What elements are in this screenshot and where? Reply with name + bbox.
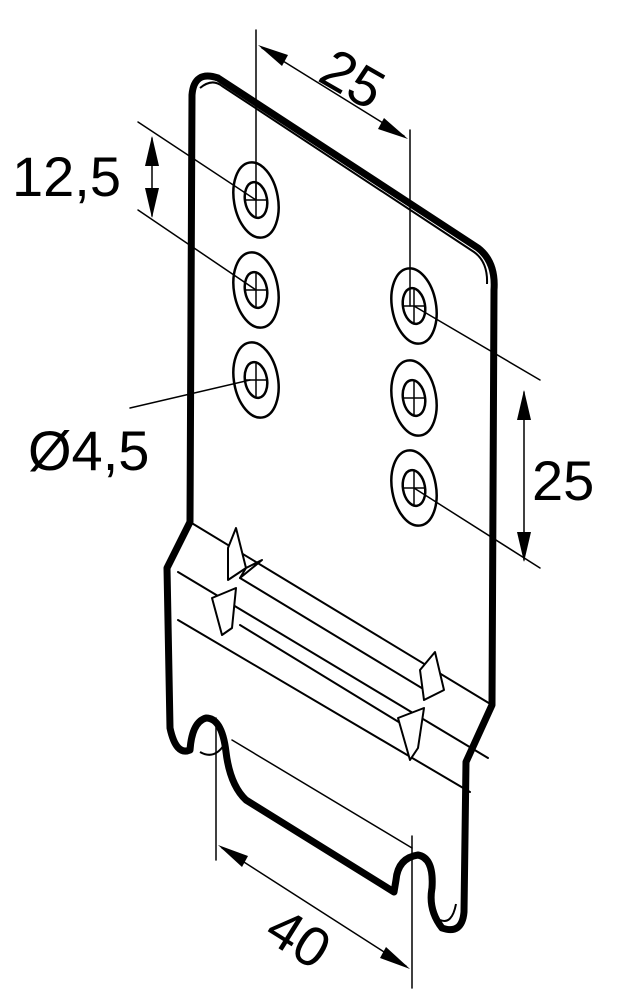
arrow-right-bottom bbox=[517, 532, 531, 562]
dimension-line-slot bbox=[221, 847, 407, 967]
hole-right-2 bbox=[390, 359, 438, 437]
rib-upper-right bbox=[419, 651, 445, 701]
arrow-top-left bbox=[258, 45, 288, 66]
dimension-line-top bbox=[261, 47, 405, 137]
extension-line-right-upper bbox=[413, 305, 541, 381]
dimension-hole-pitch: 12,5 bbox=[12, 121, 257, 291]
dimension-label-right: 25 bbox=[532, 449, 594, 512]
rib-upper-left-b bbox=[239, 559, 263, 579]
rib-lower-left bbox=[211, 587, 237, 636]
bend-line-3 bbox=[177, 619, 471, 793]
plate-bottom-edge bbox=[199, 744, 225, 756]
dimension-hole-diameter: Ø4,5 bbox=[28, 379, 251, 482]
arrow-pitch-bottom bbox=[145, 188, 159, 218]
arrow-top-right bbox=[378, 118, 408, 139]
slot-edge-line bbox=[231, 739, 413, 849]
arrow-right-top bbox=[517, 390, 531, 420]
arrow-pitch-top bbox=[145, 136, 159, 166]
arrow-slot-right bbox=[380, 947, 410, 969]
dimension-label-diameter: Ø4,5 bbox=[28, 419, 149, 482]
extension-line-pitch-upper bbox=[137, 121, 257, 201]
extension-line-pitch-lower bbox=[137, 209, 257, 291]
hole-left-3 bbox=[232, 341, 280, 419]
arrow-slot-left bbox=[218, 845, 248, 867]
bend-line-5 bbox=[239, 624, 421, 736]
rib-upper-left bbox=[227, 527, 247, 581]
dimension-label-pitch: 12,5 bbox=[12, 145, 121, 208]
rib-lower-right bbox=[397, 707, 425, 761]
dimension-label-slot: 40 bbox=[256, 895, 342, 981]
bend-line-4 bbox=[239, 577, 426, 691]
dimension-right-spacing: 25 bbox=[413, 305, 594, 569]
dimension-label-top: 25 bbox=[310, 36, 395, 122]
bend-lines bbox=[177, 521, 493, 793]
leader-line-diameter bbox=[129, 379, 251, 409]
plate-top-edge bbox=[199, 81, 489, 285]
extension-line-right-lower bbox=[413, 487, 541, 569]
plate-right-bottom-edge bbox=[439, 903, 457, 922]
